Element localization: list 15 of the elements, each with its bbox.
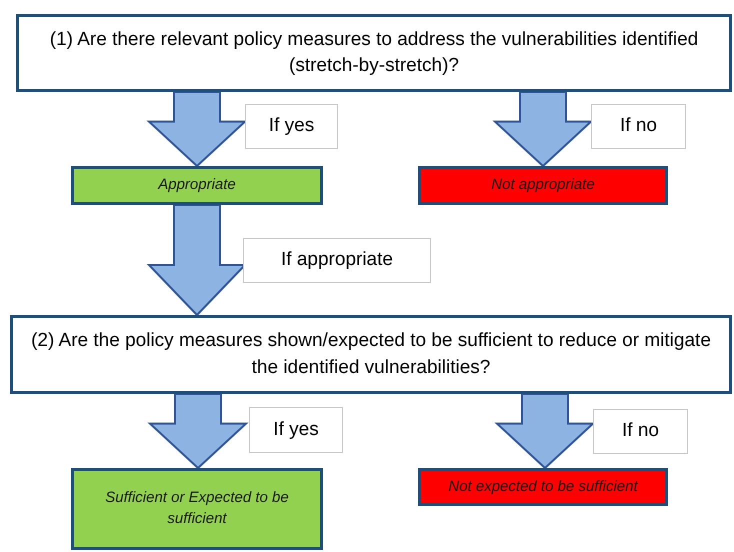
outcome-box: Sufficient or Expected to be sufficient — [71, 468, 323, 550]
outcome-box: Appropriate — [71, 166, 323, 205]
question-box: (1) Are there relevant policy measures to address the vulnerabilities identified (stretch-by-stretch)? — [16, 14, 732, 92]
edge-label: If no — [591, 104, 686, 149]
edge-label: If yes — [249, 407, 343, 453]
outcome-box: Not expected to be sufficient — [418, 468, 668, 506]
edge-label: If no — [593, 409, 688, 454]
outcome-box: Not appropriate — [418, 166, 668, 205]
question-box: (2) Are the policy measures shown/expected to be sufficient to reduce or mitigate the identified vulnerabilities? — [10, 315, 732, 394]
block-arrow — [494, 393, 596, 470]
edge-label: If appropriate — [243, 238, 431, 283]
block-arrow — [492, 91, 594, 168]
block-arrow — [146, 91, 248, 168]
edge-label: If yes — [245, 104, 338, 149]
block-arrow — [147, 393, 249, 470]
